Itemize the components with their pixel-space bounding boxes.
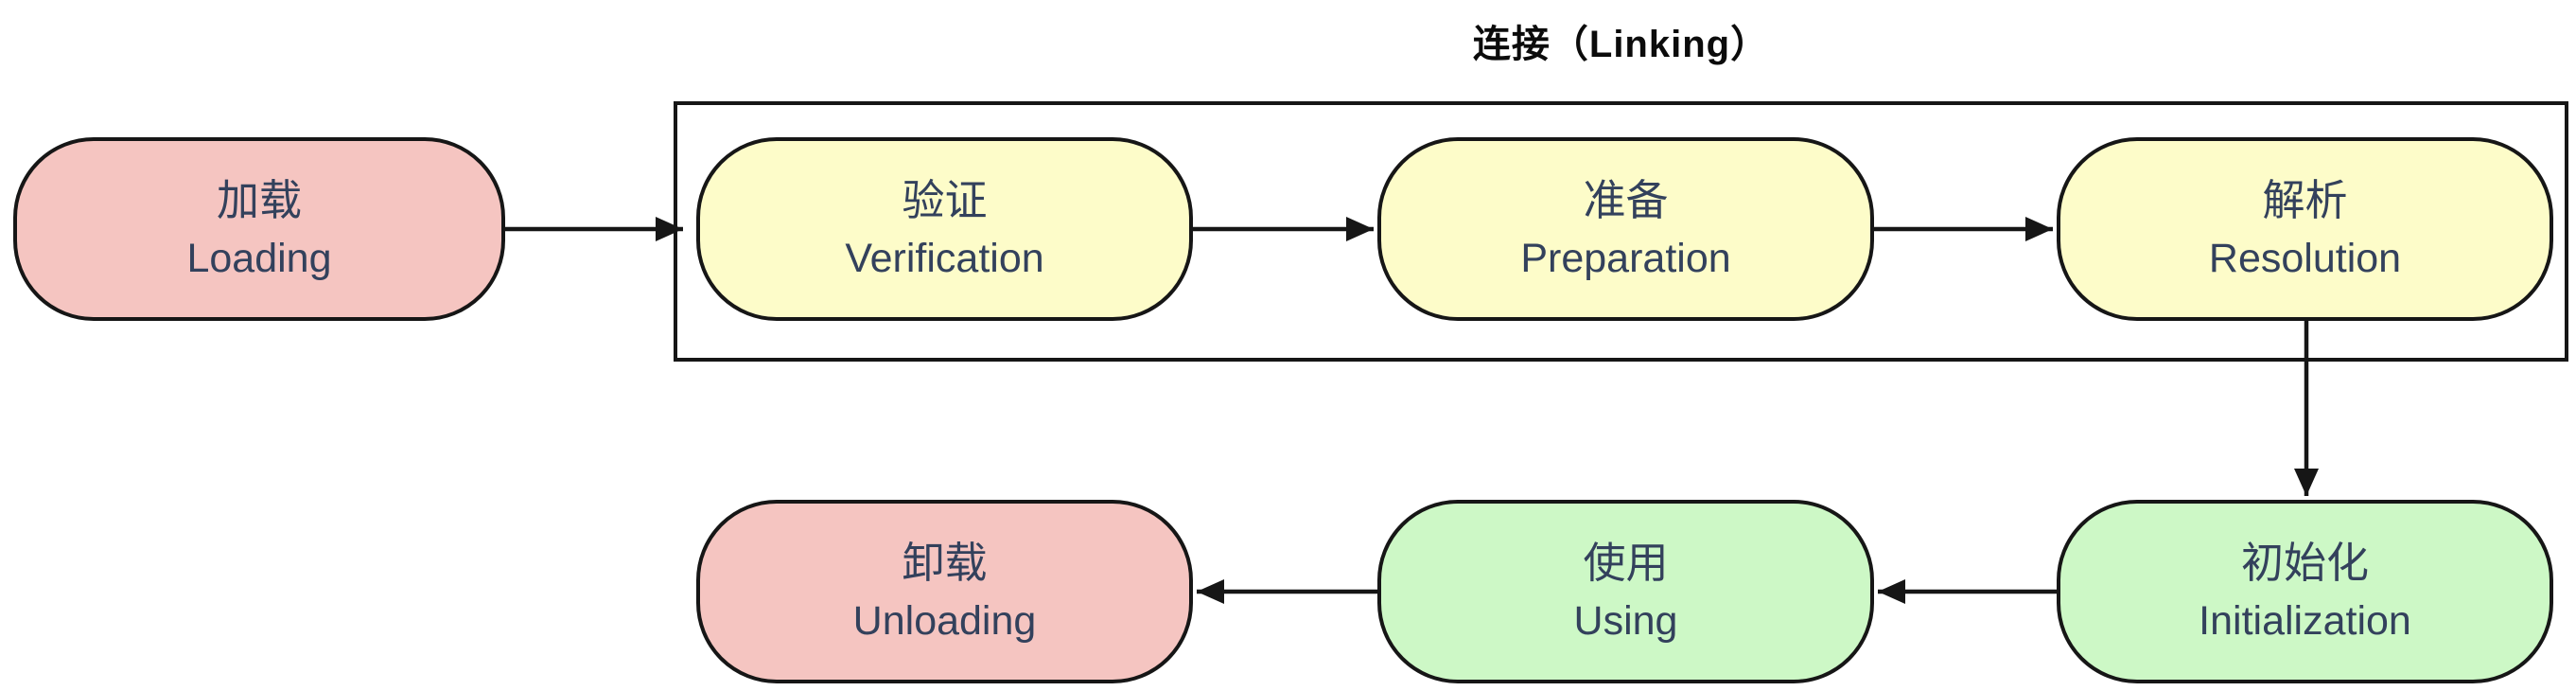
- node-initialization-label-en: Initialization: [2199, 598, 2411, 645]
- node-loading: 加载 Loading: [13, 137, 505, 321]
- node-initialization-label-zh: 初始化: [2240, 538, 2369, 587]
- node-resolution-label-en: Resolution: [2208, 236, 2402, 282]
- node-verification-label-en: Verification: [845, 236, 1044, 282]
- node-unloading-label-zh: 卸载: [902, 538, 988, 587]
- node-verification: 验证 Verification: [696, 137, 1193, 321]
- node-preparation: 准备 Preparation: [1377, 137, 1874, 321]
- node-loading-label-zh: 加载: [216, 175, 302, 224]
- node-unloading: 卸载 Unloading: [696, 500, 1193, 683]
- node-initialization: 初始化 Initialization: [2057, 500, 2553, 683]
- node-using: 使用 Using: [1377, 500, 1874, 683]
- node-preparation-label-zh: 准备: [1583, 175, 1669, 224]
- node-resolution-label-zh: 解析: [2262, 175, 2348, 224]
- node-using-label-en: Using: [1573, 598, 1678, 645]
- node-resolution: 解析 Resolution: [2057, 137, 2553, 321]
- node-loading-label-en: Loading: [186, 236, 332, 282]
- linking-group-title: 连接（Linking）: [1472, 24, 1770, 65]
- node-unloading-label-en: Unloading: [852, 598, 1037, 645]
- node-verification-label-zh: 验证: [902, 175, 988, 224]
- node-preparation-label-en: Preparation: [1520, 236, 1731, 282]
- node-using-label-zh: 使用: [1583, 538, 1669, 587]
